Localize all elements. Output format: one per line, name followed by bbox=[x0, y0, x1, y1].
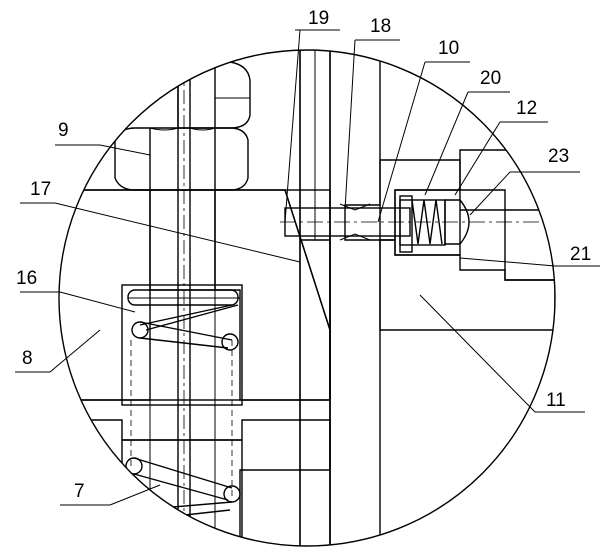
label-18: 18 bbox=[370, 16, 391, 37]
label-11: 11 bbox=[546, 390, 566, 411]
part-9-nut bbox=[115, 62, 250, 190]
part-7-spring bbox=[126, 458, 240, 520]
label-21: 21 bbox=[570, 244, 591, 265]
part-20-spring bbox=[400, 196, 445, 252]
shaft bbox=[131, 40, 232, 552]
label-7: 7 bbox=[74, 481, 85, 502]
label-9: 9 bbox=[58, 120, 69, 141]
label-12: 12 bbox=[516, 98, 537, 119]
label-19: 19 bbox=[308, 8, 329, 29]
bore-upper bbox=[150, 190, 215, 290]
label-10: 10 bbox=[438, 38, 459, 59]
label-23: 23 bbox=[548, 146, 569, 167]
detail-view bbox=[50, 30, 560, 552]
label-16: 16 bbox=[16, 268, 37, 289]
part-18-plate bbox=[330, 30, 380, 552]
leader-lines bbox=[15, 30, 600, 505]
part-11-block bbox=[380, 150, 555, 330]
part-19-plate bbox=[240, 30, 330, 552]
label-8: 8 bbox=[22, 348, 33, 369]
label-17: 17 bbox=[30, 179, 51, 200]
label-20: 20 bbox=[480, 68, 501, 89]
spring-cavity-16 bbox=[122, 285, 242, 405]
